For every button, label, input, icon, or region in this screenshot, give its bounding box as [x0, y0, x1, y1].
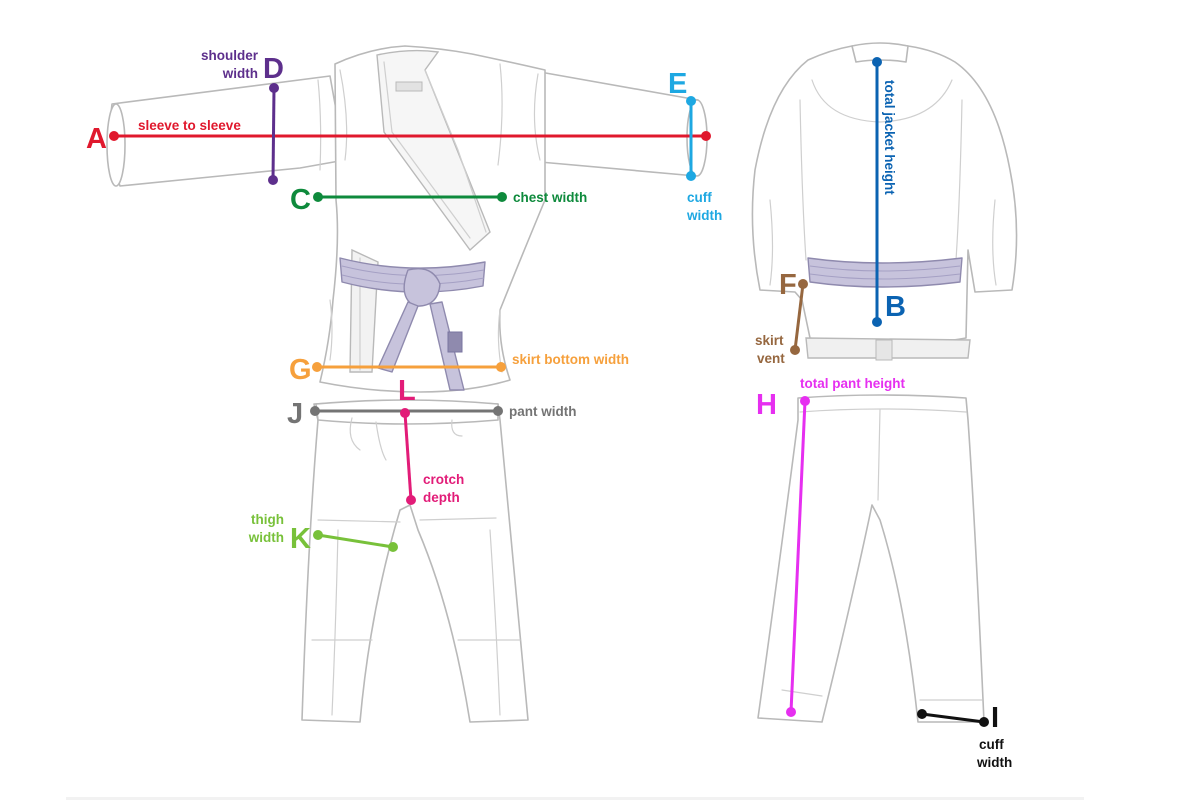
endpoint-i-left: [917, 709, 927, 719]
letter-g: G: [289, 354, 312, 386]
label-h: total pant height: [800, 376, 905, 391]
front-pants-illustration: [301, 399, 529, 723]
measurement-i: I cuff width: [917, 702, 1012, 770]
label-l-line1: crotch: [423, 472, 464, 487]
label-a: sleeve to sleeve: [138, 118, 241, 133]
letter-i: I: [991, 702, 999, 734]
endpoint-g-right: [496, 362, 506, 372]
endpoint-h-top: [800, 396, 810, 406]
endpoint-f-bottom: [790, 345, 800, 355]
measurement-c: C chest width: [290, 184, 587, 216]
letter-h: H: [756, 389, 777, 421]
back-jacket-illustration: [751, 42, 1018, 361]
label-d-line1: shoulder: [201, 48, 259, 63]
endpoint-e-top: [686, 96, 696, 106]
measure-line-l: [403, 412, 413, 501]
label-e-line1: cuff: [687, 190, 712, 205]
letter-c: C: [290, 184, 311, 216]
label-f-line1: skirt: [755, 333, 784, 348]
label-k-line1: thigh: [251, 512, 284, 527]
letter-e: E: [668, 68, 687, 100]
label-g: skirt bottom width: [512, 352, 629, 367]
label-i-line2: width: [976, 755, 1012, 770]
endpoint-j-left: [310, 406, 320, 416]
letter-b: B: [885, 291, 906, 323]
letter-k: K: [290, 523, 311, 555]
label-b: total jacket height: [882, 80, 897, 195]
endpoint-k-right: [388, 542, 398, 552]
bottom-divider: [66, 797, 1084, 800]
measurement-h: H total pant height: [756, 376, 905, 717]
label-e-line2: width: [686, 208, 722, 223]
endpoint-l-bottom: [406, 495, 416, 505]
measurement-e: E cuff width: [668, 68, 722, 223]
label-d-line2: width: [222, 66, 258, 81]
letter-d: D: [263, 53, 284, 85]
measurement-g: G skirt bottom width: [289, 352, 629, 386]
back-pants-illustration: [757, 394, 985, 723]
measurement-k: K thigh width: [248, 512, 398, 555]
measure-line-f: [793, 283, 805, 351]
endpoint-b-top: [872, 57, 882, 67]
endpoint-d-bottom: [268, 175, 278, 185]
endpoint-d-top: [269, 83, 279, 93]
endpoint-a-right: [701, 131, 711, 141]
label-l-line2: depth: [423, 490, 460, 505]
letter-a: A: [86, 123, 107, 155]
measure-line-k: [317, 533, 394, 549]
measurement-l: L crotch depth: [398, 375, 464, 505]
front-jacket-illustration: [106, 45, 708, 393]
label-f-line2: vent: [757, 351, 785, 366]
measurement-d: D shoulder width: [201, 48, 284, 185]
endpoint-i-right: [979, 717, 989, 727]
endpoint-c-right: [497, 192, 507, 202]
measurement-a: A sleeve to sleeve: [86, 118, 711, 155]
endpoint-l-top: [400, 408, 410, 418]
letter-l: L: [398, 375, 416, 407]
label-k-line2: width: [248, 530, 284, 545]
endpoint-a-left: [109, 131, 119, 141]
measurement-b: B total jacket height: [872, 57, 906, 327]
letter-f: F: [779, 269, 797, 301]
label-j: pant width: [509, 404, 577, 419]
endpoint-e-bottom: [686, 171, 696, 181]
endpoint-h-bottom: [786, 707, 796, 717]
label-i-line1: cuff: [979, 737, 1004, 752]
endpoint-k-left: [313, 530, 323, 540]
endpoint-g-left: [312, 362, 322, 372]
measure-line-d: [271, 87, 276, 181]
endpoint-c-left: [313, 192, 323, 202]
endpoint-b-bottom: [872, 317, 882, 327]
letter-j: J: [287, 398, 303, 430]
measurement-f: F skirt vent: [755, 269, 808, 366]
measure-line-h: [789, 400, 807, 713]
measure-line-i: [921, 712, 985, 724]
endpoint-f-top: [798, 279, 808, 289]
endpoint-j-right: [493, 406, 503, 416]
label-c: chest width: [513, 190, 587, 205]
